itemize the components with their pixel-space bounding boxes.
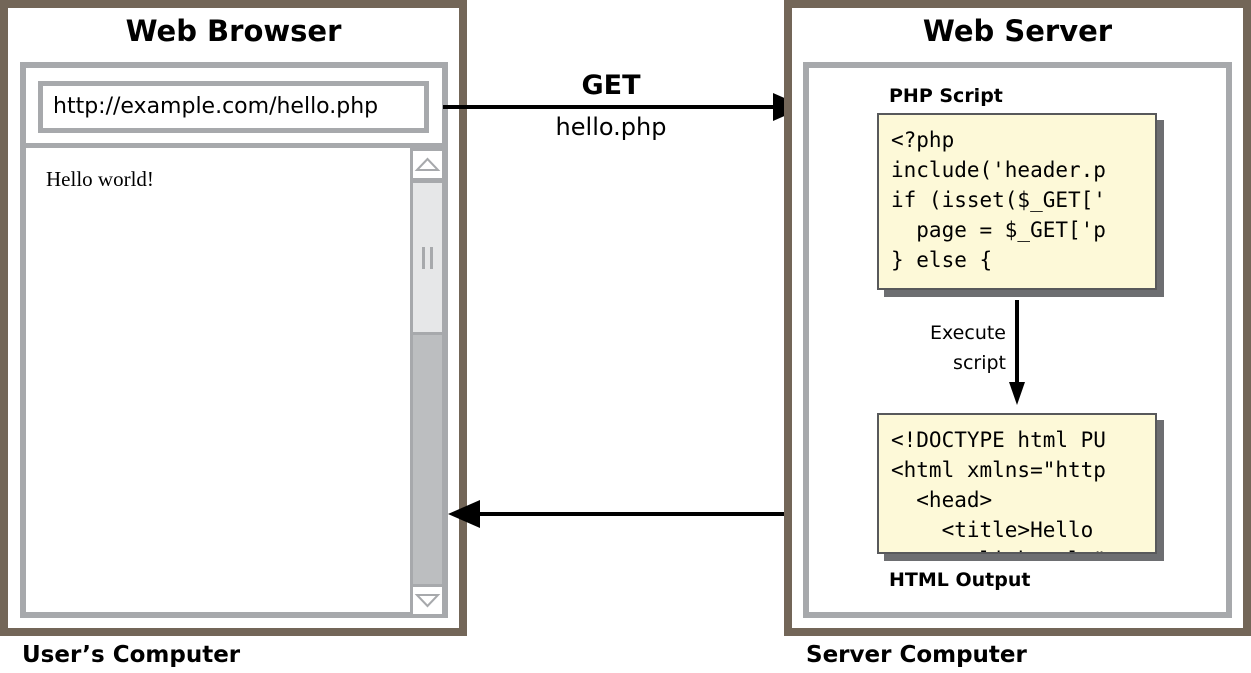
code-line: <?php (891, 128, 955, 152)
code-line: <head> (891, 488, 993, 512)
code-line: <html xmlns="http (891, 458, 1106, 482)
php-script-label: PHP Script (889, 85, 1003, 107)
url-bar[interactable]: http://example.com/hello.php (38, 81, 429, 133)
code-line: } else { (891, 248, 993, 272)
triangle-down-icon (414, 594, 441, 608)
code-line: include('header.p (891, 158, 1106, 182)
web-server-title: Web Server (922, 14, 1113, 48)
code-line: <link rel=" (891, 545, 1143, 552)
code-line: if (isset($_GET[' (891, 188, 1106, 212)
code-line: page = $_GET['p (891, 218, 1106, 242)
web-browser-title: Web Browser (125, 14, 342, 48)
html-output-code: <!DOCTYPE html PU <html xmlns="http <head… (877, 413, 1157, 554)
code-line: <title>Hello (891, 518, 1094, 542)
url-text: http://example.com/hello.php (53, 94, 379, 119)
html-output-label: HTML Output (889, 569, 1031, 591)
toolbar-divider (26, 143, 442, 148)
request-method: GET (581, 70, 641, 101)
scroll-thumb[interactable] (410, 180, 445, 335)
server-computer-label: Server Computer (806, 642, 1027, 668)
execute-arrow (1009, 300, 1025, 405)
browser-window (20, 62, 448, 618)
scroll-down-button[interactable] (410, 584, 445, 617)
triangle-up-icon (414, 157, 441, 171)
code-line: <!DOCTYPE html PU (891, 428, 1106, 452)
scroll-up-button[interactable] (410, 148, 445, 181)
execute-script-label: Execute script (930, 322, 1006, 374)
request-resource: hello.php (555, 113, 667, 141)
grip-icon (422, 247, 433, 269)
page-content: Hello world! (46, 167, 154, 191)
users-computer-label: User’s Computer (22, 642, 241, 668)
